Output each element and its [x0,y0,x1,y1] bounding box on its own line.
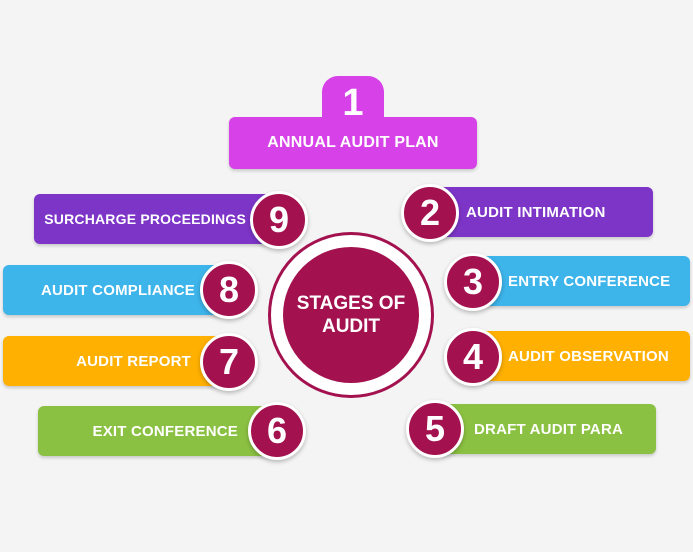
stage-2-bar: AUDIT INTIMATION [428,187,653,237]
stage-2-label: AUDIT INTIMATION [466,203,606,221]
center-title-line2: AUDIT [321,316,381,337]
stage-5-bar: DRAFT AUDIT PARA [430,404,656,454]
stage-3-number: 3 [444,253,502,311]
stage-4-label: AUDIT OBSERVATION [508,347,669,365]
stage-8-number: 8 [200,261,258,319]
stage-4-number: 4 [444,328,502,386]
stage-9-bar: SURCHARGE PROCEEDINGS [34,194,274,244]
stage-4-bar: AUDIT OBSERVATION [468,331,690,381]
stage-7-label: AUDIT REPORT [76,352,191,370]
stage-6-bar: EXIT CONFERENCE [38,406,278,456]
stage-8-label: AUDIT COMPLIANCE [40,281,195,299]
stage-9-number: 9 [250,191,308,249]
stage-1-label: ANNUAL AUDIT PLAN [267,134,439,151]
center-title: STAGES OF AUDIT [283,247,419,383]
stage-6-label: EXIT CONFERENCE [92,422,238,440]
stage-1-bar: ANNUAL AUDIT PLAN [229,117,477,169]
stage-7-number: 7 [200,333,258,391]
stage-2-number: 2 [401,184,459,242]
stage-9-label: SURCHARGE PROCEEDINGS [44,211,246,227]
stage-6-number: 6 [248,402,306,460]
stage-3-bar: ENTRY CONFERENCE [468,256,690,306]
center-title-line1: STAGES OF [296,293,406,314]
stage-5-label: DRAFT AUDIT PARA [474,420,624,438]
stage-3-label: ENTRY CONFERENCE [508,272,671,290]
stage-5-number: 5 [406,400,464,458]
